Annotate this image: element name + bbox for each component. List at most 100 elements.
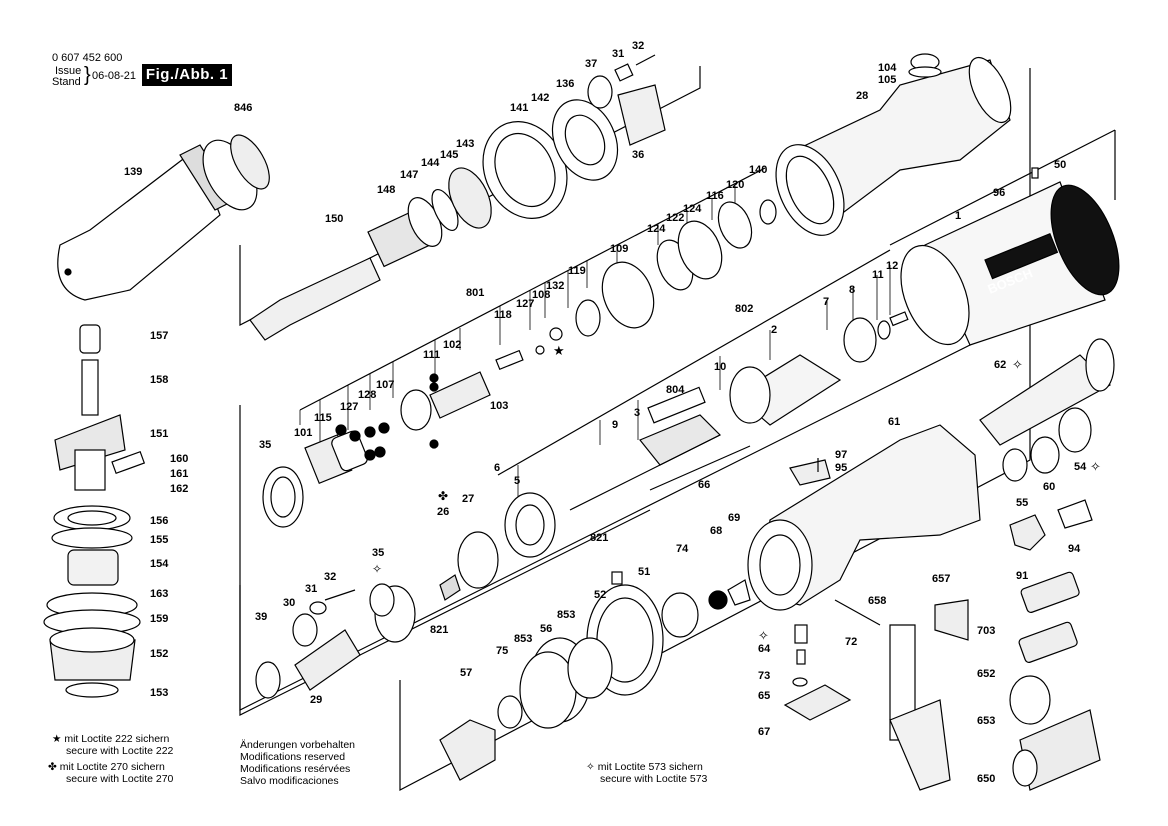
angle-head bbox=[57, 134, 270, 301]
loctite-222-note: ★ mit Loctite 222 sichern secure with Lo… bbox=[52, 733, 174, 757]
clover-icon: ✤ bbox=[48, 761, 57, 773]
label-29: 29 bbox=[310, 694, 322, 706]
label-111: 111 bbox=[423, 349, 440, 361]
label-156: 156 bbox=[150, 515, 168, 527]
frame-802-bar bbox=[497, 249, 891, 476]
label-145: 145 bbox=[440, 149, 458, 161]
frame-housing-top bbox=[889, 129, 1116, 246]
label-120: 120 bbox=[726, 179, 744, 191]
label-57: 57 bbox=[460, 667, 472, 679]
label-151: 151 bbox=[150, 428, 168, 440]
brace: } bbox=[84, 64, 91, 86]
label-657: 657 bbox=[932, 573, 950, 585]
label-27: 27 bbox=[462, 493, 474, 505]
assembly-frames bbox=[239, 66, 1116, 791]
label-75: 75 bbox=[496, 645, 508, 657]
label-159: 159 bbox=[150, 613, 168, 625]
label-155: 155 bbox=[150, 534, 168, 546]
label-160: 160 bbox=[170, 453, 188, 465]
label-703: 703 bbox=[977, 625, 995, 637]
clover-marker: ✤ bbox=[438, 489, 448, 503]
label-8: 8 bbox=[849, 284, 855, 296]
label-658: 658 bbox=[868, 595, 886, 607]
label-124a: 124 bbox=[683, 203, 702, 215]
loctite-270-note: ✤ mit Loctite 270 sichern secure with Lo… bbox=[48, 761, 174, 785]
label-5: 5 bbox=[514, 475, 520, 487]
label-128: 128 bbox=[358, 389, 376, 401]
label-801: 801 bbox=[466, 287, 484, 299]
label-36: 36 bbox=[632, 149, 644, 161]
label-802: 802 bbox=[735, 303, 753, 315]
part-number-labels: 846 139 157 158 151 160 161 162 156 155 … bbox=[124, 40, 1087, 785]
label-96: 96 bbox=[993, 187, 1005, 199]
label-97: 97 bbox=[835, 449, 847, 461]
label-64: 64 bbox=[758, 643, 771, 655]
loctite-573-note: ✧ mit Loctite 573 sichern secure with Lo… bbox=[586, 761, 708, 785]
label-67: 67 bbox=[758, 726, 770, 738]
label-119: 119 bbox=[568, 265, 586, 277]
label-127b: 127 bbox=[340, 401, 358, 413]
label-68: 68 bbox=[710, 525, 722, 537]
label-6: 6 bbox=[494, 462, 500, 474]
label-105: 105 bbox=[878, 74, 896, 86]
issue-label: Issue bbox=[55, 65, 82, 77]
label-65: 65 bbox=[758, 690, 770, 702]
label-846: 846 bbox=[234, 102, 252, 114]
label-853a: 853 bbox=[557, 609, 575, 621]
label-821a: 821 bbox=[590, 532, 608, 544]
label-161: 161 bbox=[170, 468, 188, 480]
label-26: 26 bbox=[437, 506, 449, 518]
star-outline-marker-54: ✧ bbox=[1090, 459, 1101, 474]
label-60: 60 bbox=[1043, 481, 1055, 493]
star-marker: ★ bbox=[553, 343, 565, 358]
label-104: 104 bbox=[878, 62, 897, 74]
label-118: 118 bbox=[494, 309, 512, 321]
label-132: 132 bbox=[546, 280, 564, 292]
left-column-parts bbox=[43, 324, 146, 698]
label-94: 94 bbox=[1068, 543, 1081, 555]
label-28: 28 bbox=[856, 90, 868, 102]
label-652: 652 bbox=[977, 668, 995, 680]
label-9: 9 bbox=[612, 419, 618, 431]
leader-lines bbox=[299, 186, 891, 500]
figure-label: Fig./Abb. 1 bbox=[142, 64, 232, 86]
label-37: 37 bbox=[585, 58, 597, 70]
star-outline-marker-35: ✧ bbox=[372, 562, 382, 576]
label-124b: 124 bbox=[647, 223, 666, 235]
label-52: 52 bbox=[594, 589, 606, 601]
label-804: 804 bbox=[666, 384, 685, 396]
handle-lower-parts bbox=[439, 571, 699, 781]
label-35b: 35 bbox=[372, 547, 384, 559]
label-153: 153 bbox=[150, 687, 168, 699]
label-154: 154 bbox=[150, 558, 169, 570]
modifications-note: Änderungen vorbehalten Modifications res… bbox=[240, 739, 356, 787]
label-54: 54 bbox=[1074, 461, 1087, 473]
label-150: 150 bbox=[325, 213, 343, 225]
label-32a: 32 bbox=[632, 40, 644, 52]
label-152: 152 bbox=[150, 648, 168, 660]
label-74: 74 bbox=[676, 543, 689, 555]
label-653: 653 bbox=[977, 715, 995, 727]
label-3: 3 bbox=[634, 407, 640, 419]
label-141: 141 bbox=[510, 102, 528, 114]
label-148: 148 bbox=[377, 184, 395, 196]
label-115: 115 bbox=[314, 412, 332, 424]
star-icon: ★ bbox=[52, 733, 62, 745]
top-spindle-assembly bbox=[249, 54, 666, 341]
label-7: 7 bbox=[823, 296, 829, 308]
label-142: 142 bbox=[531, 92, 549, 104]
label-162: 162 bbox=[170, 483, 188, 495]
stand-label: Stand bbox=[52, 76, 81, 88]
label-103: 103 bbox=[490, 400, 508, 412]
label-56: 56 bbox=[540, 623, 552, 635]
label-116: 116 bbox=[706, 190, 724, 202]
right-middle-parts bbox=[783, 458, 852, 721]
label-73: 73 bbox=[758, 670, 770, 682]
label-143: 143 bbox=[456, 138, 474, 150]
label-147: 147 bbox=[400, 169, 418, 181]
issue-date: 06-08-21 bbox=[92, 70, 137, 82]
label-109: 109 bbox=[610, 243, 628, 255]
label-35a: 35 bbox=[259, 439, 271, 451]
